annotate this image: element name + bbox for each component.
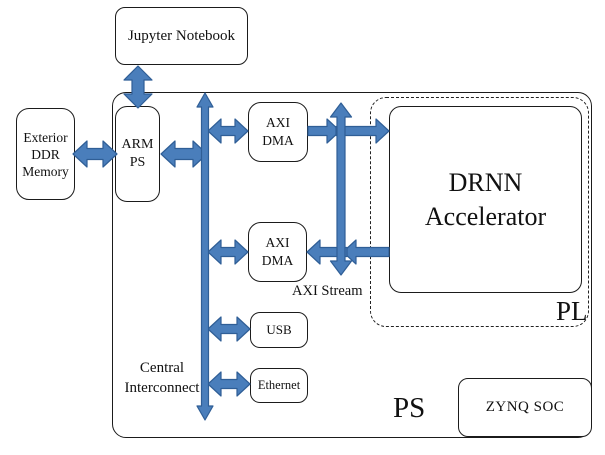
ps-region-container [112, 92, 592, 438]
pl-label: PL [556, 296, 588, 326]
arm-ps-label-line: PS [129, 155, 146, 170]
axi-dma-top-box: AXI DMA [248, 102, 308, 162]
axi-dma-label-line: DMA [262, 133, 294, 148]
ethernet-box: Ethernet [250, 368, 308, 403]
usb-box: USB [250, 312, 308, 348]
exterior-ddr-memory-box: Exterior DDR Memory [16, 108, 75, 200]
axi-stream-label: AXI Stream [292, 283, 363, 299]
ddr-label-line: DDR [31, 146, 60, 162]
arm-ps-label-line: ARM [121, 137, 154, 152]
ethernet-label: Ethernet [257, 378, 301, 392]
axi-dma-label-line: DMA [261, 253, 294, 268]
ddr-label-line: Exterior [23, 129, 68, 145]
drnn-label-line: DRNN [448, 167, 523, 197]
pl-region-container [370, 97, 589, 327]
ps-label: PS [393, 392, 426, 424]
central-interconnect-label-line: Central [139, 360, 185, 376]
drnn-accelerator-box: DRNN Accelerator [389, 106, 582, 293]
axi-dma-bottom-box: AXI DMA [248, 222, 307, 282]
central-interconnect-label: Central Interconnect [106, 358, 218, 398]
drnn-label-line: Accelerator [424, 201, 547, 231]
axi-dma-label-line: AXI [266, 115, 290, 130]
axi-dma-label-line: AXI [265, 235, 290, 250]
arm-ps-box: ARM PS [115, 106, 160, 202]
ddr-label-line: Memory [22, 163, 69, 179]
central-interconnect-label-line: Interconnect [124, 380, 200, 396]
zynq-soc-box: ZYNQ SOC [458, 378, 592, 437]
jupyter-notebook-label: Jupyter Notebook [127, 27, 236, 44]
jupyter-notebook-box: Jupyter Notebook [115, 7, 248, 65]
zynq-soc-label: ZYNQ SOC [485, 399, 565, 415]
ddr-arm-arrow [72, 140, 118, 168]
usb-label: USB [266, 322, 292, 337]
